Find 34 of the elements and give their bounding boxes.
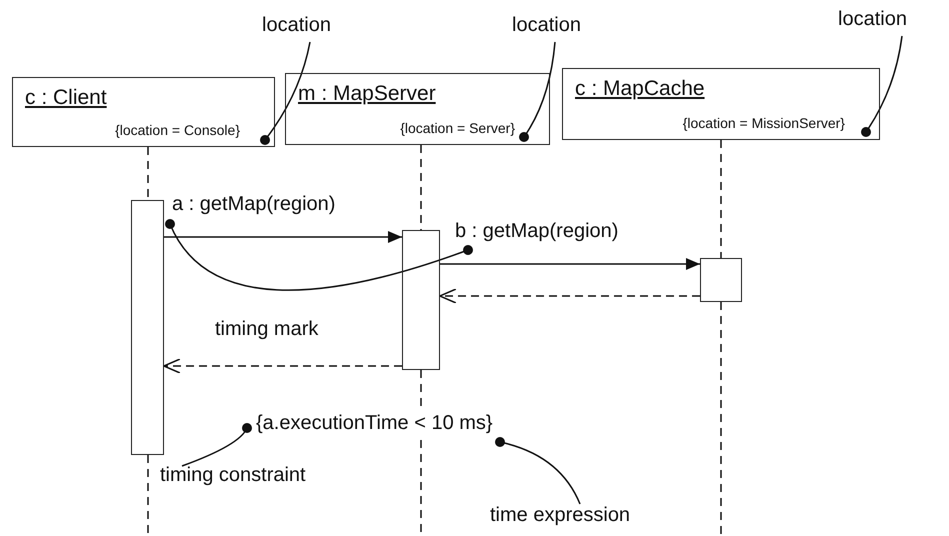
return-message-arrow — [439, 288, 700, 304]
lifeline — [147, 147, 149, 200]
activation-bar — [131, 200, 164, 455]
message-label: b : getMap(region) — [455, 220, 618, 243]
annotation-text: timing constraint — [160, 464, 306, 487]
lifeline-head-box — [285, 73, 550, 145]
annotation-text: time expression — [490, 504, 630, 527]
object-name: c : MapCache — [575, 77, 705, 101]
lifeline-head-box — [562, 68, 880, 140]
message-arrow — [164, 231, 402, 243]
return-message-arrow — [163, 358, 402, 374]
annotation-text: location — [262, 14, 331, 37]
location-property: {location = Console} — [115, 122, 240, 138]
leader-line — [182, 423, 252, 467]
location-property: {location = Server} — [400, 120, 515, 136]
activation-bar — [402, 230, 440, 370]
object-name: m : MapServer — [298, 82, 436, 106]
leader-line — [861, 36, 903, 137]
annotation-text: location — [838, 8, 907, 31]
lifeline-head-box — [12, 77, 275, 147]
lifeline — [147, 455, 149, 536]
lifeline — [420, 145, 422, 230]
message-label: a : getMap(region) — [172, 193, 336, 216]
lifeline — [720, 140, 722, 258]
annotation-text: location — [512, 14, 581, 37]
location-property: {location = MissionServer} — [682, 115, 845, 131]
leader-line — [260, 42, 311, 145]
message-arrow — [440, 258, 700, 270]
lifeline — [720, 302, 722, 536]
leader-line — [495, 437, 581, 504]
annotation-text: timing mark — [215, 318, 318, 341]
activation-bar — [700, 258, 742, 302]
leader-line — [519, 42, 556, 142]
object-name: c : Client — [25, 86, 107, 110]
